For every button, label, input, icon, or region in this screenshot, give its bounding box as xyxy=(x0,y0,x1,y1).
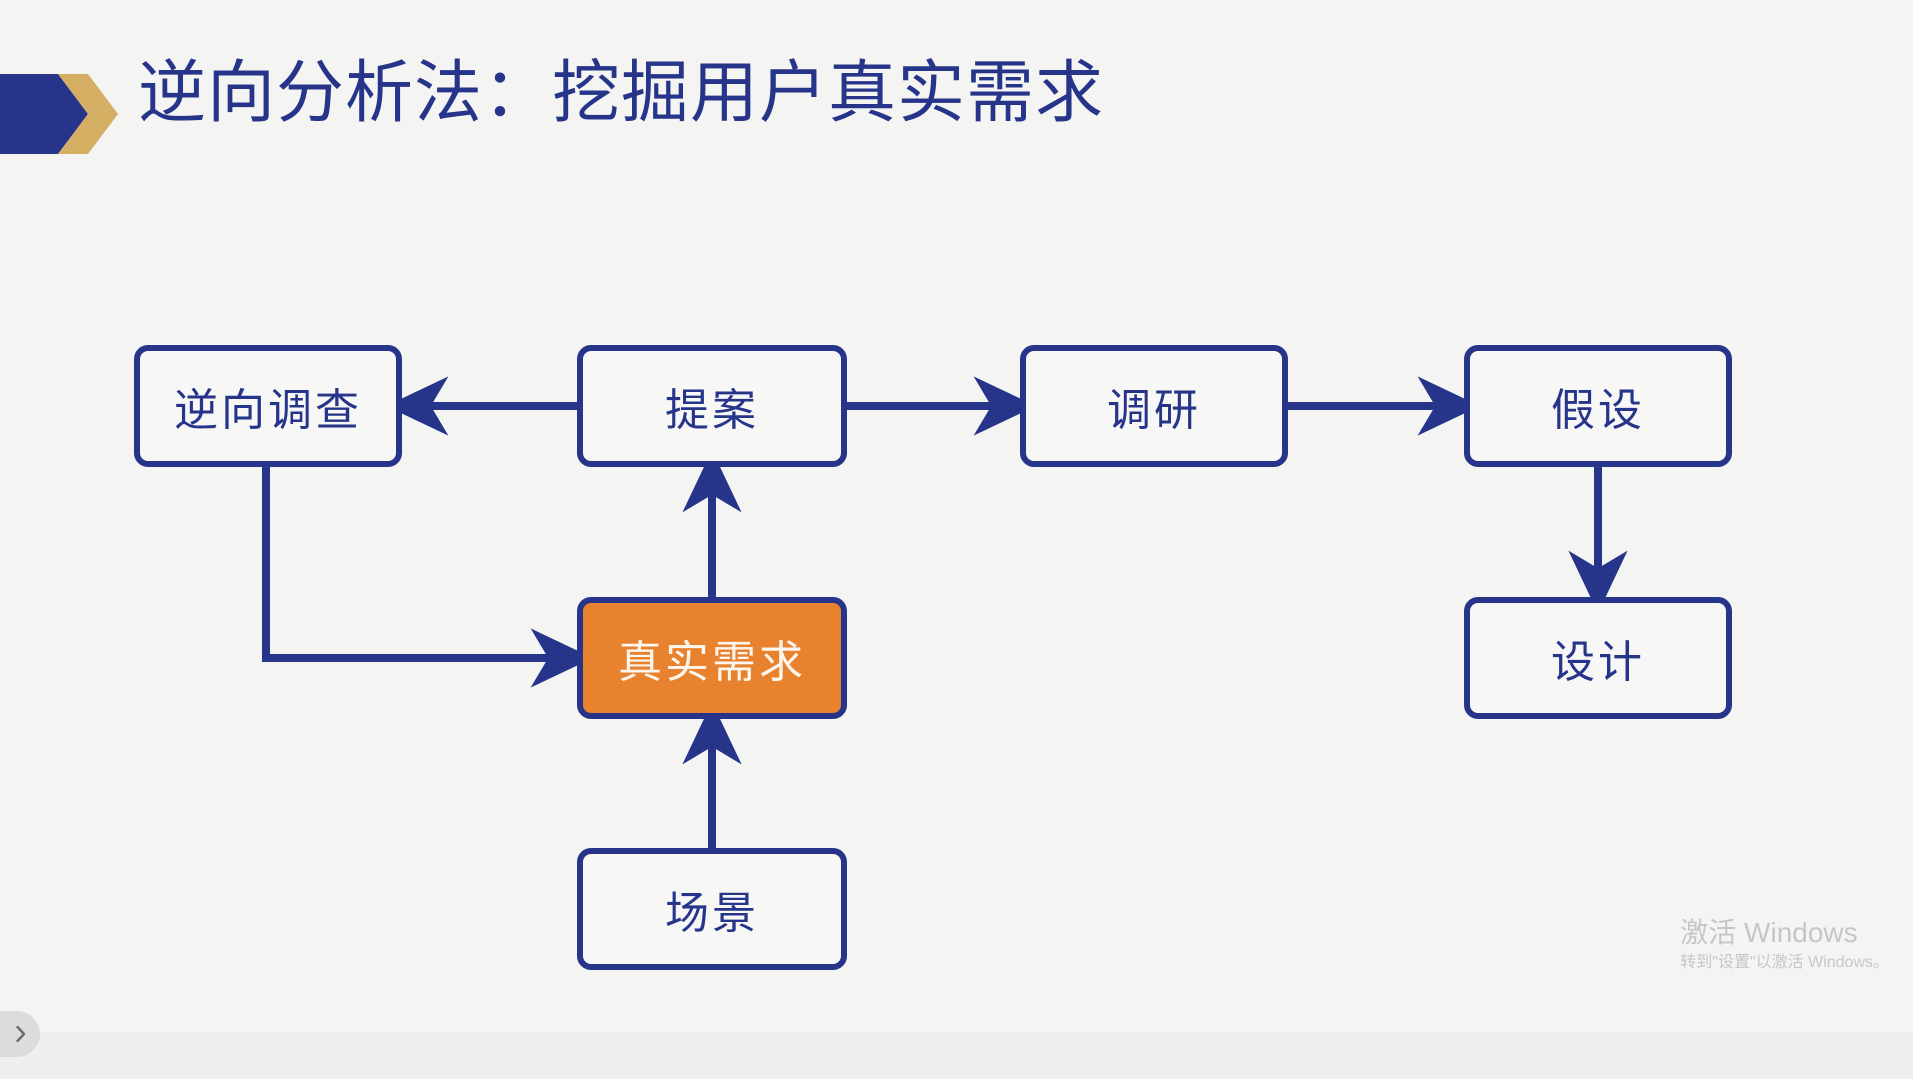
node-real-needs[interactable]: 真实需求 xyxy=(577,597,847,719)
flowchart-diagram: 逆向调查 提案 调研 假设 真实需求 设计 场景 xyxy=(134,345,1732,970)
node-label: 场景 xyxy=(665,889,759,938)
navy-pentagon-arrow-icon xyxy=(0,74,88,154)
gold-chevron-icon xyxy=(58,74,118,154)
node-label: 假设 xyxy=(1551,386,1645,435)
edge-reverse-survey-to-real-needs xyxy=(262,467,594,688)
node-label: 调研 xyxy=(1107,386,1201,435)
node-hypothesis[interactable]: 假设 xyxy=(1464,345,1732,467)
node-label: 设计 xyxy=(1551,638,1645,687)
node-research[interactable]: 调研 xyxy=(1020,345,1288,467)
node-label: 真实需求 xyxy=(618,638,806,687)
windows-activation-watermark: 激活 Windows 转到"设置"以激活 Windows。 xyxy=(1680,915,1889,974)
expand-panel-button[interactable] xyxy=(0,1011,40,1057)
node-proposal[interactable]: 提案 xyxy=(577,345,847,467)
title-decoration xyxy=(0,74,120,154)
chevron-right-icon xyxy=(16,1025,26,1043)
node-design[interactable]: 设计 xyxy=(1464,597,1732,719)
slide-canvas: 逆向分析法：挖掘用户真实需求 逆向调查 xyxy=(0,55,1889,974)
flowchart-connectors xyxy=(262,376,1628,848)
bottom-strip xyxy=(0,1032,1913,1079)
watermark-title: 激活 Windows xyxy=(1680,916,1858,948)
node-label: 逆向调查 xyxy=(174,386,362,435)
node-scenario[interactable]: 场景 xyxy=(577,848,847,970)
node-reverse-survey[interactable]: 逆向调查 xyxy=(134,345,402,467)
node-label: 提案 xyxy=(665,386,759,435)
watermark-subtitle: 转到"设置"以激活 Windows。 xyxy=(1680,953,1889,971)
page-title: 逆向分析法：挖掘用户真实需求 xyxy=(138,55,1105,131)
